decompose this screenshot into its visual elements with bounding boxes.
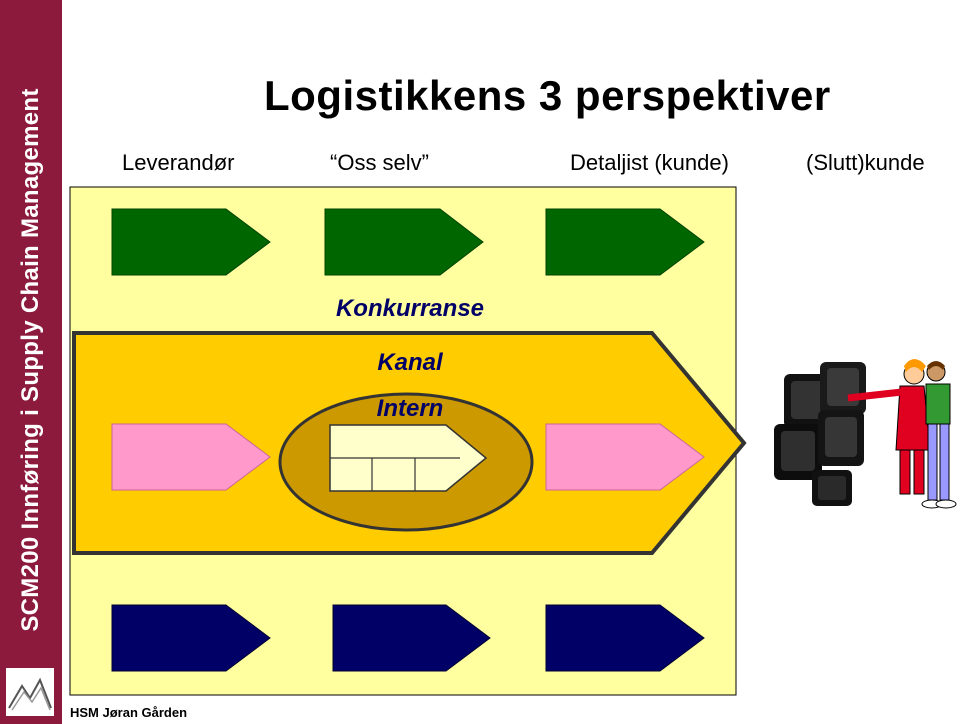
page-title: Logistikkens 3 perspektiver	[264, 72, 831, 119]
column-label-end-customer: (Slutt)kunde	[806, 150, 925, 175]
channel-label: Kanal	[377, 349, 444, 376]
column-label-supplier: Leverandør	[122, 150, 235, 175]
logistics-diagram: Konkurranse Kanal Intern	[69, 186, 957, 696]
competition-arrow-self	[324, 208, 484, 276]
footer-author: HSM Jøran Gården	[70, 705, 188, 720]
bottom-arrow-supplier	[111, 604, 271, 672]
bottom-arrow-retailer	[545, 604, 705, 672]
internal-label: Intern	[377, 395, 444, 422]
competition-arrow-supplier	[111, 208, 271, 276]
logo-icon	[6, 668, 54, 716]
customers-tv-clipart	[774, 359, 957, 509]
column-label-self: “Oss selv”	[330, 150, 429, 175]
channel-arrow-retailer	[545, 423, 705, 491]
competition-arrow-retailer	[545, 208, 705, 276]
channel-arrow-supplier	[111, 423, 271, 491]
competition-label: Konkurranse	[336, 295, 484, 322]
sidebar: SCM200 Innføring i Supply Chain Manageme…	[0, 0, 62, 724]
bottom-arrow-self	[332, 604, 491, 672]
column-label-retailer: Detaljist (kunde)	[570, 150, 729, 175]
